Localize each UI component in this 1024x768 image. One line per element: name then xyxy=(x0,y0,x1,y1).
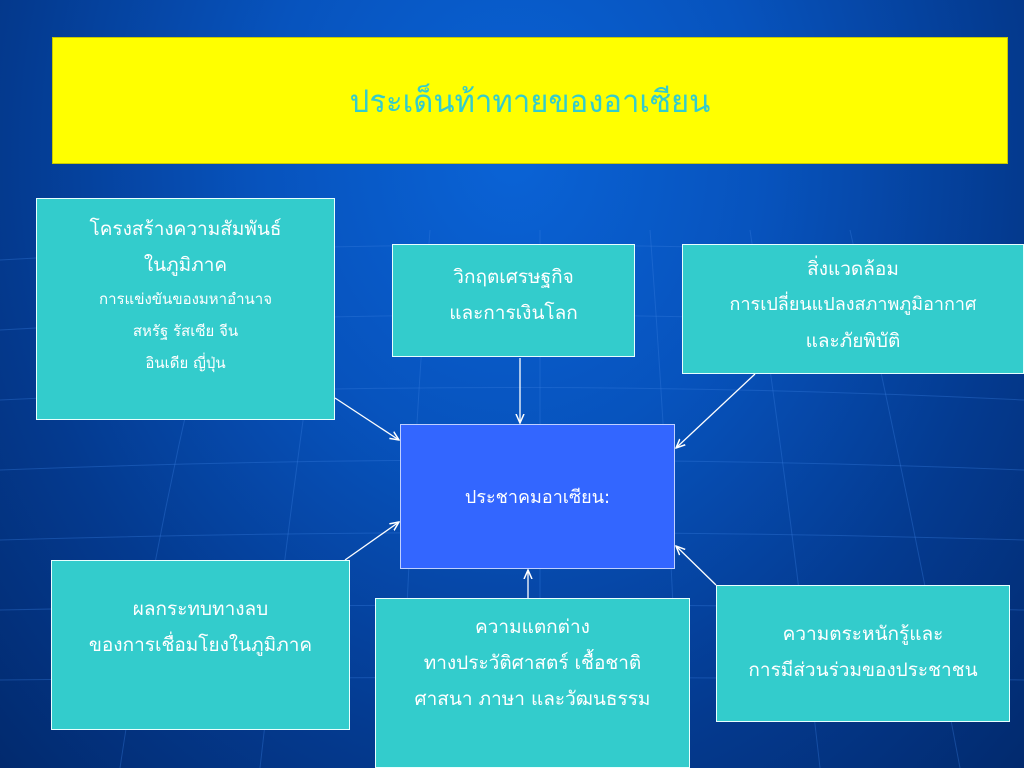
box-line: ในภูมิภาค xyxy=(143,254,228,276)
box-line: ศาสนา ภาษา และวัฒนธรรม xyxy=(414,688,651,710)
box-line: การมีส่วนร่วมของประชาชน xyxy=(748,659,978,681)
box-line: วิกฤตเศรษฐกิจ xyxy=(453,266,574,288)
center-label: ประชาคมอาเซียน: xyxy=(464,487,611,508)
box-line: และภัยพิบัติ xyxy=(805,330,901,352)
center-node-asean-community: ประชาคมอาเซียน: xyxy=(400,424,675,569)
box-line: ความตระหนักรู้และ xyxy=(782,623,944,645)
box-line: อินเดีย ญี่ปุ่น xyxy=(145,354,226,372)
box-public-awareness: ความตระหนักรู้และ การมีส่วนร่วมของประชาช… xyxy=(716,585,1010,722)
box-line: สิ่งแวดล้อม xyxy=(807,258,899,280)
box-differences: ความแตกต่าง ทางประวัติศาสตร์ เชื้อชาติ ศ… xyxy=(375,598,690,768)
box-line: ทางประวัติศาสตร์ เชื้อชาติ xyxy=(423,652,642,674)
box-line: และการเงินโลก xyxy=(449,302,578,324)
page-title: ประเด็นท้าทายของอาเซียน xyxy=(349,83,711,120)
box-line: การเปลี่ยนแปลงสภาพภูมิอากาศ xyxy=(729,294,977,315)
box-environment: สิ่งแวดล้อม การเปลี่ยนแปลงสภาพภูมิอากาศ … xyxy=(682,244,1024,374)
title-banner: ประเด็นท้าทายของอาเซียน xyxy=(52,37,1008,164)
box-negative-impact: ผลกระทบทางลบ ของการเชื่อมโยงในภูมิภาค xyxy=(51,560,350,730)
box-line: สหรัฐ รัสเซีย จีน xyxy=(132,322,239,340)
box-line: โครงสร้างความสัมพันธ์ xyxy=(89,218,282,240)
box-economic-crisis: วิกฤตเศรษฐกิจ และการเงินโลก xyxy=(392,244,635,357)
box-regional-structure: โครงสร้างความสัมพันธ์ ในภูมิภาค การแข่งข… xyxy=(36,198,335,420)
box-line: ผลกระทบทางลบ xyxy=(132,598,269,620)
box-line: การแข่งขันของมหาอำนาจ xyxy=(99,290,272,308)
box-line: ของการเชื่อมโยงในภูมิภาค xyxy=(88,634,313,656)
box-line: ความแตกต่าง xyxy=(475,616,590,638)
